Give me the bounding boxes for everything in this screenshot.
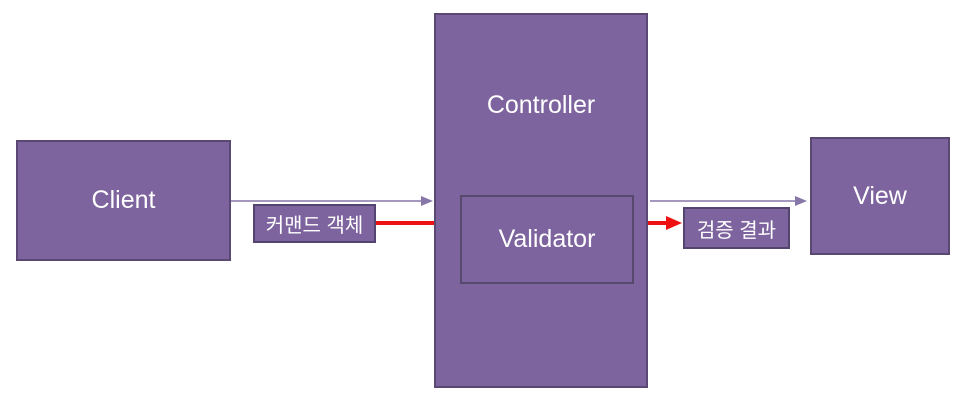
command-object-label: 커맨드 객체: [265, 215, 364, 237]
validation-result-label-box: 검증 결과: [683, 207, 790, 249]
controller-to-view-arrow: [650, 196, 807, 206]
view-box: View: [810, 137, 950, 255]
client-label: Client: [91, 186, 156, 215]
client-box: Client: [16, 140, 231, 261]
view-label: View: [853, 181, 907, 210]
controller-box: Controller: [434, 13, 648, 388]
controller-label: Controller: [486, 91, 596, 119]
command-object-label-box: 커맨드 객체: [253, 204, 376, 243]
validator-label: Validator: [498, 225, 596, 254]
validator-box: Validator: [460, 195, 634, 284]
validation-result-label: 검증 결과: [696, 219, 777, 242]
